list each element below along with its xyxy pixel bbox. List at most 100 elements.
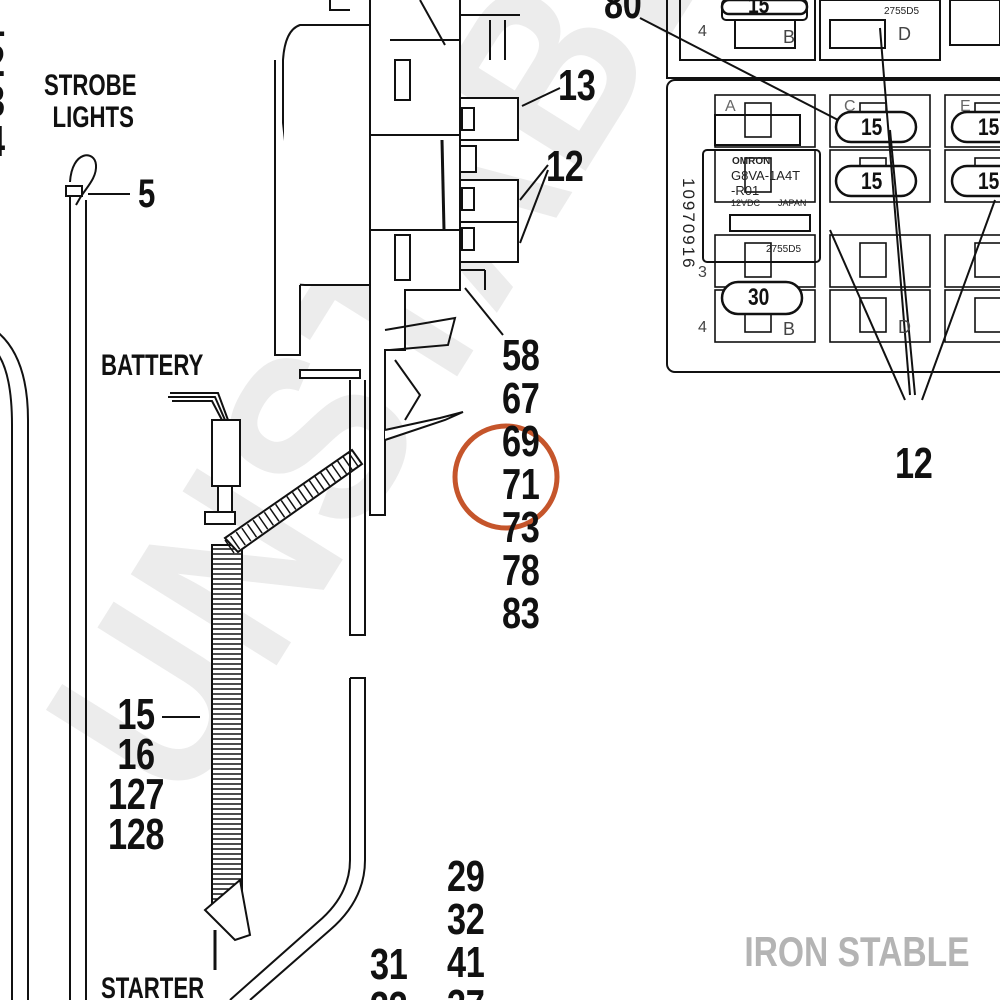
fuse-15-b [950, 110, 1000, 144]
callout-31: 31 [370, 940, 408, 989]
callout-5: 5 [138, 172, 155, 216]
callout-78: 78 [502, 546, 540, 595]
lower-tube [229, 677, 366, 1000]
braid-rib [308, 480, 319, 495]
cell-number-3: 3 [698, 264, 707, 281]
braid-rib [331, 464, 342, 479]
callout-32: 32 [447, 895, 485, 944]
callout-37: 37 [447, 984, 485, 1000]
callout-41: 41 [447, 938, 485, 987]
leader-line-12a [519, 164, 549, 201]
fuse-15-a [834, 110, 918, 144]
relay-voltage: 12VDC [731, 198, 761, 208]
callout-15: 15 [117, 690, 155, 739]
loom-end-sleeve [203, 878, 252, 942]
fuse-15-top [720, 0, 809, 16]
battery-wires [168, 392, 229, 421]
battery-connector [211, 419, 241, 487]
braid-rib [297, 488, 308, 502]
relay-model-2: -R01 [731, 183, 760, 198]
fuse-label-15-a: 15 [861, 114, 883, 141]
braid-rib [325, 468, 336, 483]
leader-line-12-fb-2 [889, 129, 916, 396]
fuse-cell [944, 234, 1000, 288]
strobe-clip-icon [69, 154, 98, 206]
braid-rib [230, 535, 241, 550]
main-tube [349, 380, 366, 636]
fuse-cell [829, 149, 931, 203]
control-box [282, 24, 371, 286]
fuse-cell [829, 94, 931, 148]
strobe-label-line1: STROBE [44, 69, 137, 102]
braid-rib [263, 511, 274, 526]
brand-logo-text: IRON STABLE [744, 928, 970, 975]
relay-brand: OMRON [732, 156, 771, 167]
module-body [369, 0, 461, 516]
fuse-socket [744, 157, 772, 193]
callout-center-stack: 58 67 69 71 73 78 83 [502, 334, 540, 636]
fuse-30 [720, 280, 804, 316]
braid-rib [224, 539, 235, 554]
cell-letter-b-top: B [783, 27, 796, 47]
fuse-label-15-top: 15 [748, 0, 770, 19]
braid-rib [241, 527, 252, 542]
leader-line-12-fb-3 [829, 229, 906, 401]
relay-origin: JAPAN [778, 198, 807, 208]
fuse-cell [944, 289, 1000, 343]
fuse-socket [974, 297, 1000, 333]
highlight-circle [452, 423, 560, 531]
leader-line-13 [521, 87, 561, 107]
callout-12-upper: 12 [546, 142, 584, 191]
callout-67: 67 [502, 374, 540, 423]
fuse-socket [744, 102, 772, 138]
leader-line-12-fb-1 [879, 27, 911, 396]
battery-label: BATTERY [101, 349, 204, 382]
braided-cable [223, 448, 364, 554]
cell-number-4-bottom: 4 [698, 319, 707, 336]
cell-letter-d-top: D [898, 24, 911, 44]
braid-rib [280, 499, 291, 514]
fuse-socket [974, 242, 1000, 278]
fuse-label-15-c: 15 [861, 168, 883, 195]
callout-3: 3 [0, 80, 5, 124]
callout-1: 1 [0, 0, 5, 44]
strobe-cable [69, 190, 87, 1000]
callout-33: 33 [370, 986, 408, 1000]
fuse-cell [714, 149, 816, 203]
callout-80: 80 [604, 0, 642, 28]
braid-rib [246, 523, 258, 538]
leader-line-80 [639, 17, 839, 121]
relay-code: 2755D5 [766, 244, 802, 255]
fuse-label-15-d: 15 [978, 168, 1000, 195]
cell-letter-b-bottom: B [783, 319, 796, 339]
fuse-15-d [950, 164, 1000, 198]
callout-bottom-right-stack: 29 32 41 37 [447, 852, 485, 1000]
fuse-label-15-b: 15 [978, 114, 1000, 141]
callout-left-top: 1 2 3 4 [0, 0, 5, 164]
strobe-label-line2: LIGHTS [52, 100, 134, 134]
strobe-lights-label: STROBE LIGHTS [44, 70, 137, 133]
braid-rib [303, 484, 314, 498]
cell-number-4-top: 4 [698, 23, 707, 40]
braid-rib [286, 496, 297, 510]
cell-letter-d-bottom: D [898, 317, 911, 337]
part-number: 10970916 [679, 178, 698, 270]
top-code: 2755D5 [884, 6, 920, 17]
connector-block-12a [459, 179, 519, 223]
connector-block-12b [459, 221, 519, 263]
braid-rib [235, 531, 246, 546]
braid-rib [314, 476, 325, 491]
braid-rib [320, 472, 331, 487]
callout-71: 71 [502, 460, 540, 509]
leader-line-12-fb-4 [921, 199, 996, 401]
braid-rib [275, 503, 286, 518]
fuse-socket [744, 242, 772, 278]
bracket-pointer [384, 411, 464, 441]
fuse-cell [944, 94, 1000, 148]
left-harness-inner [0, 355, 13, 1000]
callout-29: 29 [447, 852, 485, 901]
braid-rib [269, 507, 280, 522]
cell-letter-e: E [960, 98, 971, 115]
